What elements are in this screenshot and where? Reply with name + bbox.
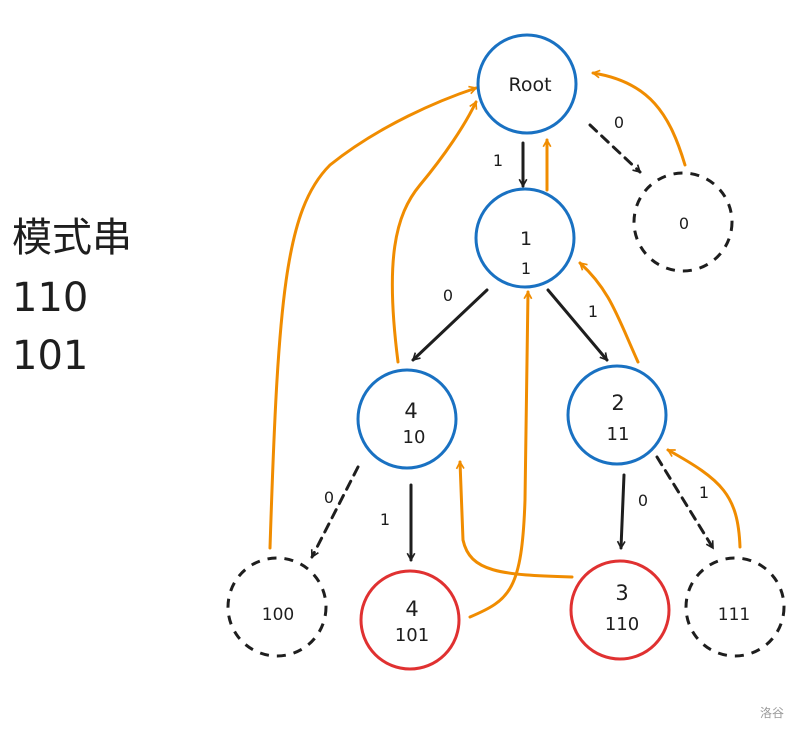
edge-root-n0 — [588, 123, 642, 174]
edge-label: 0 — [614, 113, 624, 132]
fail-link-n11-n1 — [578, 261, 640, 364]
node-110 — [569, 559, 671, 661]
node-sublabel: 10 — [403, 427, 426, 448]
node-label: 2 — [611, 391, 624, 415]
node-sublabel: 101 — [395, 625, 429, 646]
edge-n1-n11 — [546, 288, 609, 362]
edge-label: 0 — [324, 488, 334, 507]
node-label: 3 — [615, 581, 628, 605]
fail-link-n101-n1 — [468, 292, 528, 619]
pattern-101: 101 — [12, 333, 89, 379]
pattern-title: 模式串 — [12, 215, 132, 261]
fail-link-n10-root — [390, 102, 478, 364]
node-label: 111 — [718, 605, 750, 625]
node-sublabel: 11 — [607, 424, 630, 445]
node-1 — [474, 187, 576, 289]
fail-link-n110-n10 — [460, 462, 574, 579]
node-label: Root — [508, 74, 551, 96]
edge-n10-n100 — [310, 465, 360, 557]
node-101 — [359, 569, 461, 671]
node-label: 0 — [679, 214, 689, 233]
node-100 — [226, 556, 328, 658]
watermark: 洛谷 — [760, 706, 785, 720]
node-label: 100 — [262, 605, 294, 625]
fail-link-n111-n11 — [666, 448, 742, 549]
edge-label: 1 — [588, 302, 598, 321]
fail-link-n0-root — [593, 73, 687, 167]
node-root — [476, 33, 578, 135]
edge-label: 1 — [493, 151, 503, 170]
node-sublabel: 110 — [605, 614, 639, 635]
node-label: 4 — [404, 399, 417, 423]
node-10 — [356, 368, 458, 470]
node-label: 1 — [520, 228, 532, 250]
edge-label: 0 — [638, 491, 648, 510]
node-11 — [566, 364, 668, 466]
edge-n1-n10 — [411, 288, 489, 362]
fail-link-n100-root — [268, 88, 476, 550]
node-sublabel: 1 — [521, 259, 531, 278]
edge-n11-n110 — [621, 473, 624, 548]
edge-label: 1 — [699, 483, 709, 502]
edge-n11-n111 — [655, 455, 715, 550]
node-label: 4 — [405, 597, 418, 621]
node-0 — [632, 171, 734, 273]
edge-label: 1 — [380, 510, 390, 529]
edge-label: 0 — [443, 286, 453, 305]
node-111 — [684, 556, 786, 658]
pattern-110: 110 — [12, 275, 89, 321]
